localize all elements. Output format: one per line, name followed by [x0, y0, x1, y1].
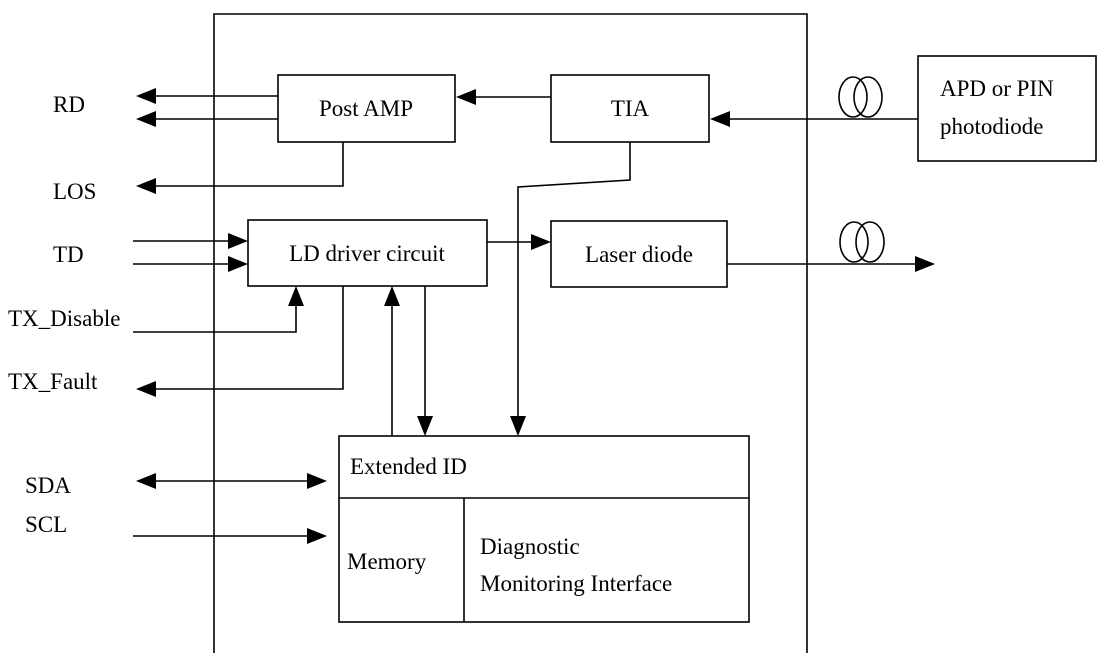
memory-label: Memory — [347, 549, 427, 574]
tia-label: TIA — [611, 96, 650, 121]
signal-sda-label: SDA — [25, 473, 71, 498]
photodiode-to-tia-connector — [710, 111, 918, 127]
fiber-coil-rx-icon — [838, 76, 883, 118]
los-connector — [136, 142, 344, 194]
photodiode-label-line1: APD or PIN — [940, 76, 1054, 101]
tia-to-postamp-connector — [456, 89, 551, 105]
tia-block: TIA — [550, 74, 710, 143]
module-outline — [213, 13, 808, 653]
post-amp-block: Post AMP — [277, 74, 456, 143]
ld-driver-label: LD driver circuit — [289, 241, 445, 266]
ld-driver-block: LD driver circuit — [247, 219, 488, 287]
signal-tx-disable-label: TX_Disable — [8, 306, 120, 331]
signal-td-label: TD — [53, 242, 84, 267]
tx-fault-connector — [136, 286, 344, 397]
rd-connector — [136, 88, 278, 127]
extended-id-label: Extended ID — [350, 454, 467, 479]
fiber-coil-tx-icon — [839, 221, 885, 263]
laser-diode-label: Laser diode — [585, 242, 693, 267]
post-amp-label: Post AMP — [319, 96, 413, 121]
photodiode-block: APD or PIN photodiode — [917, 55, 1097, 162]
tia-to-extended-id-connector — [510, 142, 631, 436]
driver-to-laser-connector — [487, 234, 551, 250]
diagnostic-label-line2: Monitoring Interface — [480, 571, 672, 596]
signal-scl-label: SCL — [25, 512, 67, 537]
scl-connector — [133, 528, 327, 544]
signal-tx-fault-label: TX_Fault — [8, 369, 98, 394]
photodiode-label-line2: photodiode — [940, 114, 1044, 139]
driver-to-extended-id-connector — [417, 286, 433, 436]
signal-los-label: LOS — [53, 179, 96, 204]
td-connector — [133, 233, 248, 272]
laser-output-connector — [727, 256, 935, 272]
signal-rd-label: RD — [53, 92, 85, 117]
sda-connector — [136, 473, 327, 489]
extended-id-to-driver-connector — [384, 286, 400, 436]
diagnostic-label-line1: Diagnostic — [480, 534, 580, 559]
extended-id-block: Extended ID Memory Diagnostic Monitoring… — [338, 435, 750, 623]
tx-disable-connector — [133, 286, 304, 333]
laser-diode-block: Laser diode — [550, 220, 728, 288]
